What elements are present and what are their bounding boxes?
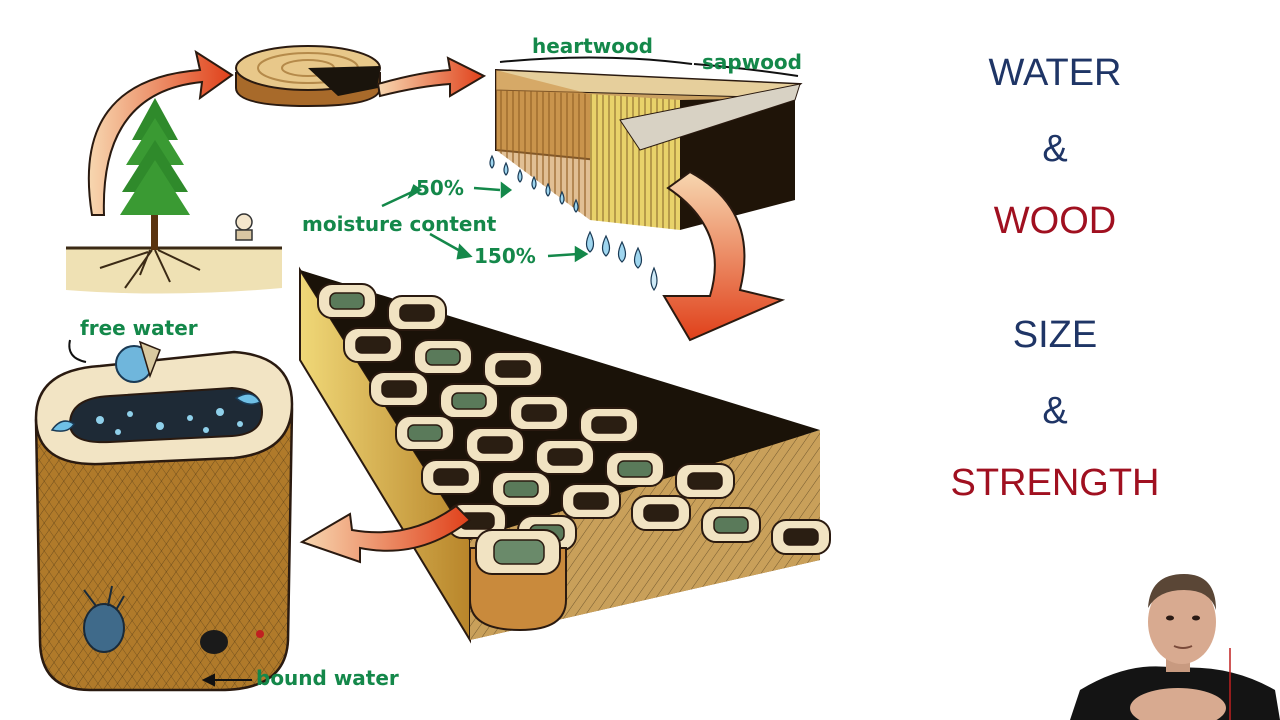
moisture-content-label: moisture content [302,212,497,236]
free-water-label: free water [80,316,198,340]
cell-lumen [503,480,539,498]
cell-lumen [521,404,557,422]
slide-heading-water: WATER [988,52,1122,94]
cell-lumen [591,416,627,434]
water-drops [489,154,658,292]
arrow-wedge-to-cells [662,170,786,342]
cell-lumen [547,448,583,466]
presenter-webcam [1070,560,1280,720]
log-disc [235,45,381,108]
bound-water-pointer [201,673,252,687]
cell-lumen [643,504,679,522]
moisture-pointer-arrows [381,181,589,263]
cell-lumen [477,436,513,454]
cell-lumen [617,460,653,478]
cell-lumen [399,304,435,322]
arrow-disc-to-wedge [376,56,487,98]
cell-lumen [451,392,487,410]
cell-lumen [495,360,531,378]
arrow-cells-to-cell [299,504,472,564]
single-extracted-cell [469,529,567,632]
wood-wedge [495,68,803,230]
large-cell-cross-section [34,339,294,692]
cell-lumen [407,424,443,442]
moisture-150-label: 150% [474,244,536,268]
cell-lumen [425,348,461,366]
wood-moisture-illustration [34,45,831,692]
cell-lumen [433,468,469,486]
cell-grid [317,283,831,555]
moisture-50-label: 50% [416,176,464,200]
slide-heading-size: SIZE [1012,314,1098,356]
cell-lumen [783,528,819,546]
cell-lumen [329,292,365,310]
cell-lumen [713,516,749,534]
heartwood-bracket [499,56,693,65]
slide-heading-strength: STRENGTH [950,462,1160,504]
cell-lumen [381,380,417,398]
cell-lumen [573,492,609,510]
cell-lumen [687,472,723,490]
sapwood-bracket [693,63,799,77]
slide-heading-wood: WOOD [993,200,1117,242]
sapwood-label: sapwood [702,50,802,74]
tree-ground-scene [66,98,282,294]
heartwood-label: heartwood [532,34,653,58]
arrow-tree-to-disc [87,49,234,216]
ampersand-2: & [1042,390,1068,432]
ampersand-1: & [1042,128,1068,170]
bound-water-label: bound water [256,666,399,690]
cell-lumen [355,336,391,354]
